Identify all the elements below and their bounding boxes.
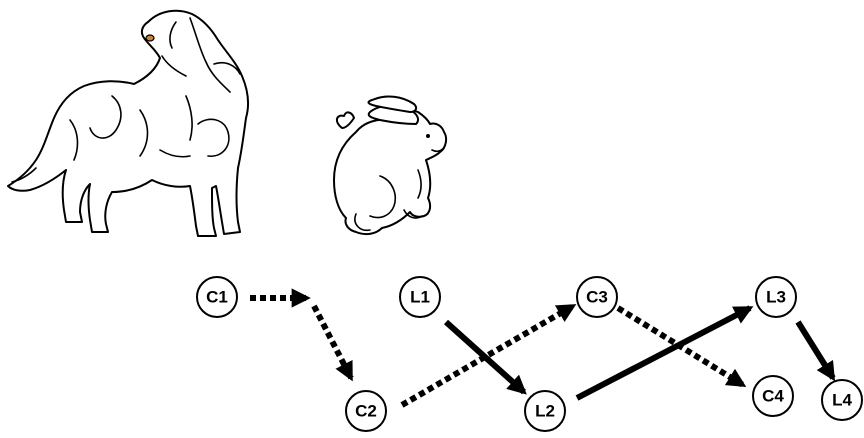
rabbit-illustration: [333, 95, 448, 236]
node-l3: L3: [755, 276, 797, 318]
dog-illustration: [7, 9, 250, 237]
node-c1: C1: [196, 276, 238, 318]
node-l2: L2: [524, 390, 566, 432]
edge-l3-l4: [795, 320, 836, 382]
edges: [250, 288, 836, 408]
node-label: C4: [762, 387, 784, 406]
node-label: C1: [206, 288, 228, 307]
edge-c1-c2-seg2: [311, 304, 354, 382]
node-label: L3: [766, 288, 786, 307]
node-label: L4: [832, 391, 852, 410]
node-l4: L4: [821, 379, 863, 421]
node-c3: C3: [576, 276, 618, 318]
edge-l1-l2: [443, 319, 527, 395]
node-label: C2: [355, 402, 377, 421]
node-label: C3: [586, 288, 608, 307]
node-label: L1: [410, 288, 430, 307]
node-c2: C2: [345, 390, 387, 432]
node-label: L2: [535, 402, 555, 421]
node-l1: L1: [399, 276, 441, 318]
node-c4: C4: [752, 375, 794, 417]
edge-c2-c3: [400, 303, 577, 408]
edge-l2-l3: [575, 305, 754, 401]
